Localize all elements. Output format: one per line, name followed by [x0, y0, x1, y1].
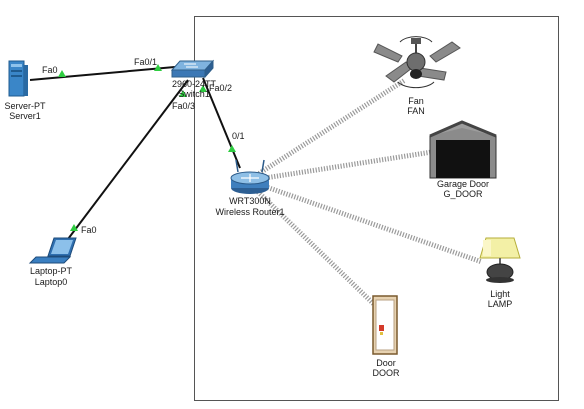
link-switch-laptop	[61, 79, 189, 248]
lamp-type-label: Light	[490, 289, 510, 299]
wireless-link-garage	[251, 149, 433, 183]
link-up-icon	[58, 70, 66, 77]
ceiling-fan-icon[interactable]	[373, 36, 461, 89]
port-label-laptop-fa0: Fa0	[81, 225, 97, 235]
door-icon[interactable]	[372, 295, 398, 355]
link-up-icon	[179, 90, 187, 97]
fan-type-label: Fan	[408, 96, 424, 106]
garage-door-icon[interactable]	[429, 120, 497, 179]
wireless-router-icon[interactable]	[230, 159, 270, 194]
link-switch-router	[202, 77, 241, 169]
door-type-label: Door	[376, 358, 396, 368]
link-up-icon	[228, 145, 236, 152]
port-label-server-fa0: Fa0	[42, 65, 58, 75]
laptop-type-label: Laptop-PT	[29, 266, 73, 276]
port-label-switch-fa02: Fa0/2	[209, 83, 233, 93]
door-name-label: DOOR	[372, 368, 400, 378]
laptop-name-label: Laptop0	[34, 277, 68, 287]
link-status-indicators	[58, 64, 236, 231]
server-icon[interactable]	[8, 60, 28, 97]
switch-icon[interactable]	[170, 59, 215, 79]
fan-name-label: FAN	[407, 106, 425, 116]
port-label-switch-fa01: Fa0/1	[134, 57, 158, 67]
server-name-label: Server1	[9, 111, 41, 121]
switch-name-label: Switch1	[178, 89, 210, 99]
garage-type-label: Garage Door	[436, 179, 490, 189]
router-name-label: Wireless Router1	[215, 207, 285, 217]
router-type-label: WRT300N	[229, 196, 271, 206]
port-label-switch-fa03: Fa0/3	[172, 101, 196, 111]
wireless-link-fan	[250, 77, 407, 181]
switch-type-label: 2960-24TT	[171, 79, 217, 89]
port-label-router-01: 0/1	[232, 131, 245, 141]
link-up-icon	[154, 64, 162, 71]
lamp-name-label: LAMP	[487, 299, 513, 309]
wireless-links	[250, 77, 483, 314]
link-up-icon	[70, 224, 78, 231]
laptop-icon[interactable]	[28, 237, 77, 264]
garage-name-label: G_DOOR	[443, 189, 483, 199]
lamp-icon[interactable]	[479, 237, 521, 283]
link-up-icon	[199, 85, 207, 92]
wireless-link-door	[250, 184, 384, 314]
server-type-label: Server-PT	[4, 101, 46, 111]
